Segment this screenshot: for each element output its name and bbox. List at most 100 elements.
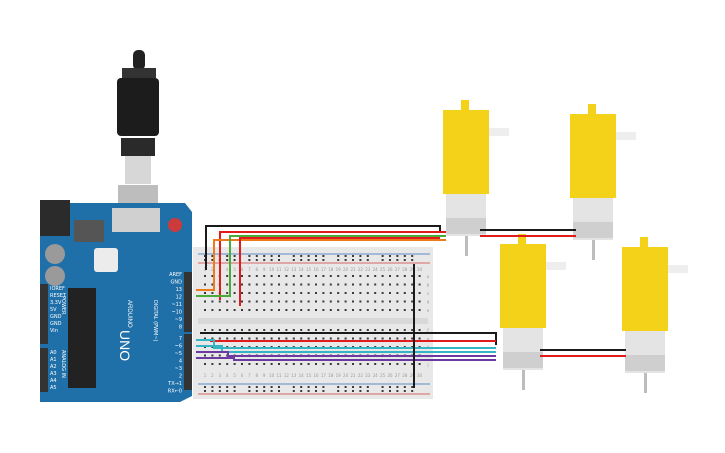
rail-hole[interactable] (337, 386, 340, 388)
hole[interactable] (374, 363, 377, 365)
hole[interactable] (374, 300, 377, 303)
hole[interactable] (359, 363, 362, 365)
rail-hole[interactable] (322, 386, 325, 388)
hole[interactable] (403, 292, 406, 294)
rail-hole[interactable] (359, 390, 362, 392)
rail-hole[interactable] (411, 390, 414, 392)
hole[interactable] (263, 292, 266, 294)
hole[interactable] (300, 363, 303, 365)
hole[interactable] (344, 363, 347, 365)
rail-hole[interactable] (263, 255, 266, 257)
rail-hole[interactable] (218, 390, 221, 392)
rail-hole[interactable] (381, 255, 384, 257)
hole[interactable] (329, 283, 332, 286)
rail-hole[interactable] (248, 386, 251, 388)
hole[interactable] (381, 337, 384, 340)
hole[interactable] (374, 275, 377, 277)
hole[interactable] (344, 275, 347, 277)
rail-hole[interactable] (315, 390, 317, 392)
rail-hole[interactable] (300, 255, 303, 257)
rail-hole[interactable] (337, 255, 340, 257)
rail-hole[interactable] (411, 255, 414, 257)
hole[interactable] (204, 283, 206, 286)
hole[interactable] (255, 337, 258, 340)
hole[interactable] (218, 309, 221, 311)
rail-hole[interactable] (204, 390, 206, 392)
hole[interactable] (270, 363, 273, 365)
hole[interactable] (381, 275, 384, 277)
hole[interactable] (366, 329, 369, 331)
rail-hole[interactable] (381, 390, 384, 392)
hole[interactable] (255, 283, 258, 286)
rail-hole[interactable] (248, 255, 251, 257)
hole[interactable] (233, 283, 236, 286)
hole[interactable] (315, 300, 317, 303)
rail-hole[interactable] (411, 386, 414, 388)
hole[interactable] (292, 283, 295, 286)
hole[interactable] (300, 337, 303, 340)
hole[interactable] (270, 283, 273, 286)
hole[interactable] (226, 337, 229, 340)
hole[interactable] (307, 337, 310, 340)
hole[interactable] (315, 309, 317, 311)
rail-hole[interactable] (307, 386, 310, 388)
rail-hole[interactable] (255, 390, 258, 392)
rail-hole[interactable] (255, 259, 258, 261)
hole[interactable] (204, 300, 206, 303)
hole[interactable] (396, 337, 399, 340)
hole[interactable] (381, 329, 384, 331)
hole[interactable] (381, 283, 384, 286)
rail-hole[interactable] (352, 386, 354, 388)
rail-hole[interactable] (226, 390, 229, 392)
hole[interactable] (359, 309, 362, 311)
hole[interactable] (241, 300, 243, 303)
hole[interactable] (352, 275, 354, 277)
hole[interactable] (411, 363, 414, 365)
hole[interactable] (278, 283, 280, 286)
hole[interactable] (389, 329, 391, 331)
hole[interactable] (411, 309, 414, 311)
hole[interactable] (322, 300, 325, 303)
hole[interactable] (211, 300, 214, 303)
hole[interactable] (248, 329, 251, 331)
rail-hole[interactable] (411, 259, 414, 261)
hole[interactable] (389, 363, 391, 365)
rail-hole[interactable] (300, 390, 303, 392)
hole[interactable] (292, 309, 295, 311)
rail-hole[interactable] (344, 390, 347, 392)
hole[interactable] (403, 309, 406, 311)
rail-hole[interactable] (292, 390, 295, 392)
hole[interactable] (233, 300, 236, 303)
hole[interactable] (352, 300, 354, 303)
hole[interactable] (226, 329, 229, 331)
hole[interactable] (255, 300, 258, 303)
hole[interactable] (233, 292, 236, 294)
rail-hole[interactable] (211, 390, 214, 392)
hole[interactable] (278, 329, 280, 331)
hole[interactable] (270, 275, 273, 277)
hole[interactable] (241, 363, 243, 365)
hole[interactable] (411, 292, 414, 294)
rail-hole[interactable] (396, 255, 399, 257)
hole[interactable] (322, 283, 325, 286)
rail-hole[interactable] (381, 259, 384, 261)
hole[interactable] (403, 329, 406, 331)
rail-hole[interactable] (366, 259, 369, 261)
rail-hole[interactable] (352, 259, 354, 261)
rail-hole[interactable] (403, 386, 406, 388)
hole[interactable] (411, 275, 414, 277)
hole[interactable] (270, 329, 273, 331)
hole[interactable] (329, 275, 332, 277)
rail-hole[interactable] (248, 259, 251, 261)
hole[interactable] (315, 283, 317, 286)
rail-hole[interactable] (278, 386, 280, 388)
hole[interactable] (292, 275, 295, 277)
hole[interactable] (389, 283, 391, 286)
hole[interactable] (270, 337, 273, 340)
hole[interactable] (403, 300, 406, 303)
hole[interactable] (292, 300, 295, 303)
hole[interactable] (337, 309, 340, 311)
rail-hole[interactable] (307, 255, 310, 257)
hole[interactable] (366, 292, 369, 294)
hole[interactable] (270, 300, 273, 303)
